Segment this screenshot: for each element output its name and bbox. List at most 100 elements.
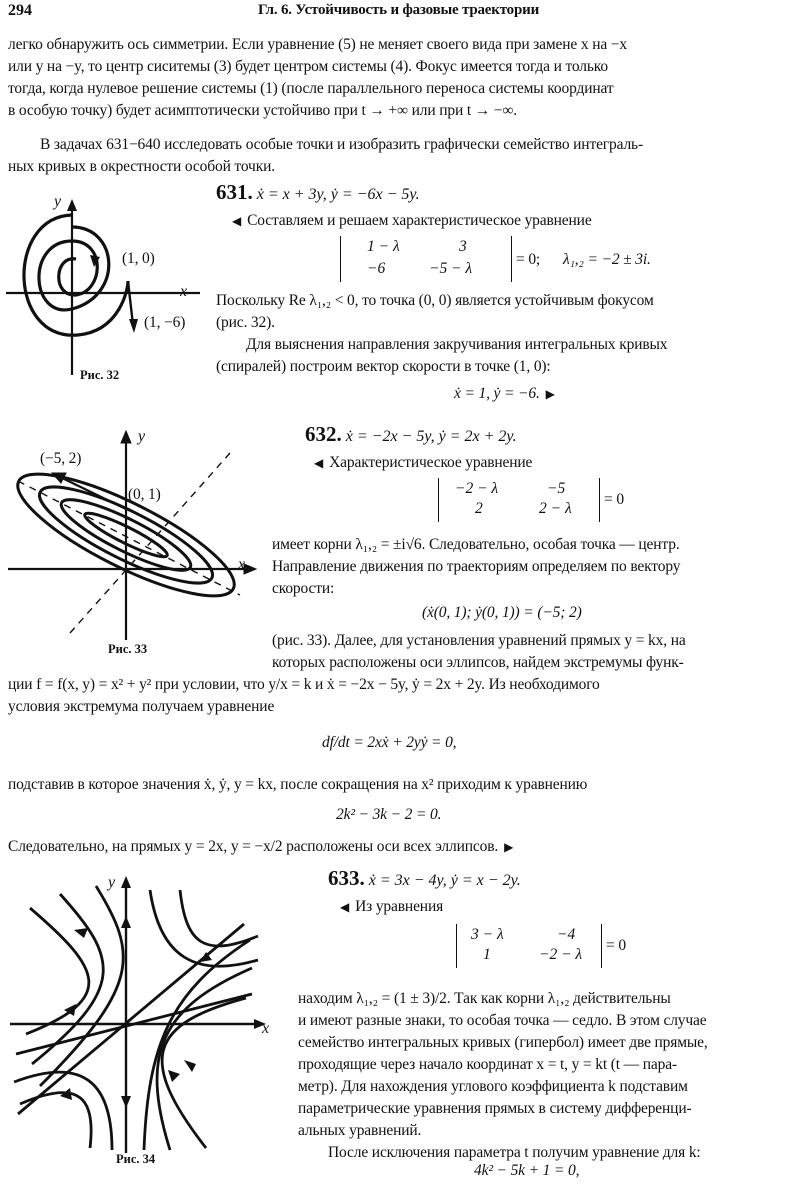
hyperbola-8 — [148, 889, 259, 968]
problem-633-number: 633. — [328, 866, 365, 890]
determinant-631-rhs: = 0; — [516, 251, 541, 268]
determinant-631: 1 − λ 3 −6 −5 − λ — [340, 236, 512, 282]
flow-arrow-6 — [60, 1088, 72, 1100]
hyperbola-5 — [155, 966, 253, 1151]
hyperbola-2 — [31, 893, 105, 1066]
fig33-label-a: (−5, 2) — [40, 450, 82, 467]
separatrix-1 — [17, 922, 245, 1116]
y-axis-arrow — [121, 876, 131, 888]
problem-632-lead: Характеристическое уравнение — [314, 452, 532, 474]
determinant-632-rhs: = 0 — [604, 491, 624, 508]
quadratic-632: 2k² − 3k − 2 = 0. — [336, 806, 442, 823]
p632-text1-1: имеет корни λ₁,₂ = ±i√6. Следовательно, … — [272, 536, 680, 553]
p632-text2-2: которых расположены оси эллипсов, найдем… — [272, 654, 684, 671]
page-number: 294 — [8, 2, 32, 19]
p631-text-1: Поскольку Re λ₁,₂ < 0, то точка (0, 0) я… — [216, 292, 654, 309]
fig32-vector-label: (1, −6) — [144, 314, 186, 331]
p632-text5: Следовательно, на прямых y = 2x, y = −x/… — [8, 836, 513, 858]
hyperbola-10 — [13, 1070, 114, 1151]
spiral-outer — [22, 213, 130, 337]
fig34-axis-x: x — [262, 1020, 270, 1037]
problem-631-equation: ẋ = x + 3y, ẏ = −6x − 5y. — [256, 186, 420, 203]
flow-arrow-5 — [200, 952, 212, 962]
spiral-curve — [37, 225, 111, 312]
p633-text-3: семейство интегральных кривых (гипербол)… — [298, 1034, 708, 1051]
fig32-axis-x: x — [180, 283, 188, 300]
problem-632-equation: ẋ = −2x − 5y, ẏ = 2x + 2y. — [345, 428, 517, 445]
determinant-633: 3 − λ −4 1 −2 − λ — [456, 924, 602, 968]
task-line-1: В задачах 631−640 исследовать особые точ… — [40, 136, 643, 153]
problem-631-lead: Составляем и решаем характеристическое у… — [232, 210, 592, 232]
fig33-axis-y: y — [138, 428, 146, 445]
p632-text3-1: ции f = f(x, y) = x² + y² при условии, ч… — [8, 676, 600, 693]
p631-text-2: (рис. 32). — [216, 314, 275, 331]
intro-line-3: тогда, когда нулевое решение системы (1)… — [8, 80, 614, 97]
y-axis-arrow — [67, 199, 77, 211]
p631-text-3: Для выяснения направления закручивания и… — [246, 336, 668, 353]
hyperbola-7 — [178, 889, 259, 948]
hyperbola-9 — [19, 1091, 93, 1149]
fig33-label-b: (0, 1) — [128, 486, 161, 503]
ellipse-3 — [59, 498, 193, 572]
problem-631-number: 631. — [216, 180, 253, 204]
flow-arrow-3 — [184, 1060, 196, 1072]
minor-axis-line — [69, 452, 231, 634]
problem-633-heading: 633. ẋ = 3x − 4y, ẏ = x − 2y. — [328, 866, 521, 891]
problem-631-heading: 631. ẋ = x + 3y, ẏ = −6x − 5y. — [216, 180, 420, 205]
x-axis-arrow — [254, 1019, 266, 1029]
page-header: 294 Гл. 6. Устойчивость и фазовые траект… — [0, 0, 810, 28]
p633-text-4: проходящие через начало координат x = t,… — [298, 1056, 677, 1073]
p633-text-7: альных уравнений. — [298, 1122, 422, 1139]
y-axis-arrow — [120, 429, 132, 444]
p633-text-1: находим λ₁,₂ = (1 ± 3)/2. Так как корни … — [298, 990, 671, 1007]
determinant-632: −2 − λ −5 2 2 − λ — [438, 478, 600, 522]
flow-arrow-1 — [74, 928, 88, 938]
velocity-arrow — [50, 472, 67, 484]
hyperbola-1 — [25, 906, 91, 1036]
intro-line-2: или y на −y, то центр сиситемы (3) будет… — [8, 58, 608, 75]
p633-text-6: параметрические уравнения прямых в систе… — [298, 1100, 692, 1117]
ellipse-4 — [83, 511, 169, 559]
p631-text-4: (спиралей) построим вектор скорости в то… — [216, 358, 551, 375]
x-axis-arrow — [243, 563, 258, 575]
fig33-caption: Рис. 33 — [108, 642, 148, 656]
major-axis-line — [17, 480, 241, 596]
figure-34 — [10, 876, 266, 1153]
problem-632-number: 632. — [305, 422, 342, 446]
fig32-caption: Рис. 32 — [80, 368, 120, 382]
determinant-633-rhs: = 0 — [606, 937, 626, 954]
p633-text-2: и имеют разные знаки, то особая точка — … — [298, 1012, 707, 1029]
velocity-vector — [126, 280, 135, 326]
fig34-caption: Рис. 34 — [116, 1152, 156, 1166]
flow-arrow-7 — [121, 916, 131, 928]
velocity-631: ẋ = 1, ẏ = −6. — [454, 383, 555, 405]
hyperbola-6 — [142, 938, 251, 1151]
hyperbola-3 — [39, 885, 125, 1087]
running-title: Гл. 6. Устойчивость и фазовые траектории — [258, 2, 540, 18]
roots-631: λ₁,₂ = −2 ± 3i. — [563, 251, 651, 268]
figure-32 — [6, 199, 200, 375]
p633-text-5: метр). Для нахождения углового коэффицие… — [298, 1078, 688, 1095]
fig34-axis-y: y — [108, 874, 116, 891]
problem-633-lead: Из уравнения — [340, 896, 443, 918]
fig33-axis-x: x — [238, 556, 246, 573]
fig32-point-label: (1, 0) — [122, 250, 155, 267]
flow-arrow-2 — [64, 1004, 76, 1016]
task-line-2: ных кривых в окрестности особой точки. — [8, 158, 275, 175]
p632-text3-2: условия экстремума получаем уравнение — [8, 698, 275, 715]
spiral-arrow — [90, 255, 100, 267]
velocity-632: (ẋ(0, 1); ẏ(0, 1)) = (−5; 2) — [422, 604, 582, 621]
intro-line-1: легко обнаружить ось симметрии. Если ура… — [8, 36, 627, 53]
flow-arrow-4 — [168, 1070, 180, 1082]
hyperbola-4 — [160, 996, 247, 1149]
intro-line-4: в особую точку) будет асимптотически уст… — [8, 102, 518, 119]
p632-text1-2: Направление движения по траекториям опре… — [272, 558, 681, 575]
flow-arrow-8 — [121, 1096, 131, 1108]
final-633: 4k² − 5k + 1 = 0, — [474, 1162, 580, 1179]
ellipse-2 — [37, 485, 215, 585]
velocity-arrow — [129, 319, 138, 333]
p632-text4: подставив в которое значения ẋ, ẏ, y = k… — [8, 776, 588, 793]
p632-text1-3: скорости: — [272, 580, 335, 597]
figure-33 — [8, 429, 258, 640]
p632-text2-1: (рис. 33). Далее, для установления уравн… — [272, 632, 686, 649]
